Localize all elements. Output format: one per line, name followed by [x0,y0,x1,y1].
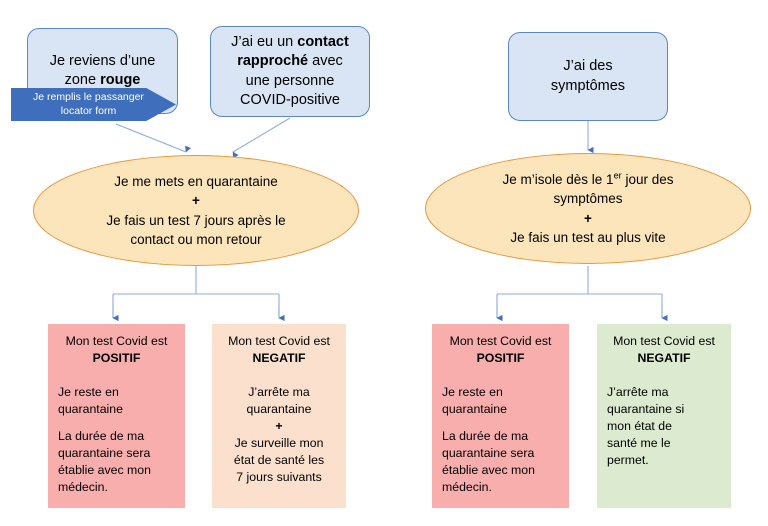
banner-line-2: locator form [60,104,117,117]
connector-redzone-to-quarantine [115,123,192,153]
isolation-line-1: Je m’isole dès le 1er jour des [502,170,674,188]
quarantine-line-1: Je me mets en quarantaine [114,174,278,190]
quarantine-line-3: Je fais un test 7 jours après le [106,212,286,228]
isolation-line-4: Je fais un test au plus vite [510,229,666,245]
close-contact-line-4: COVID-positive [240,91,340,108]
source-box-symptoms[interactable]: J’ai des symptômes [508,32,668,121]
banner-line-1: Je remplis le passanger [33,91,144,104]
right-positive-header: Mon test Covid est POSITIF [442,333,559,367]
right-positive-head-line-2: POSITIF [476,350,525,365]
left-negative-body: J’arrête ma quarantaine + Je surveille m… [233,384,325,484]
result-box-right-negative[interactable]: Mon test Covid est NEGATIF J’arrête ma q… [597,324,731,508]
isolation-line-2: symptômes [553,191,623,207]
close-contact-line-2: rapproché avec [237,53,343,70]
left-positive-body: Je reste en quarantaine La durée de ma q… [58,384,151,494]
right-negative-head-line-1: Mon test Covid est [613,334,715,348]
close-contact-line-1: J’ai eu un contact [231,33,349,50]
red-zone-line-2: zone rouge [64,72,141,88]
ellipse-quarantine[interactable]: Je me mets en quarantaine + Je fais un t… [33,155,359,266]
left-positive-header: Mon test Covid est POSITIF [58,333,175,367]
symptoms-line-2: symptômes [550,77,626,94]
isolation-plus: + [584,210,592,226]
close-contact-line-3: une personne [245,72,335,89]
ordinal-suffix: er [613,170,622,181]
right-positive-head-line-1: Mon test Covid est [449,334,552,348]
connector-quarantine-split [112,266,280,318]
result-box-right-positive[interactable]: Mon test Covid est POSITIF Je reste en q… [432,324,569,508]
quarantine-line-4: contact ou mon retour [130,231,262,247]
left-negative-head-line-1: Mon test Covid est [228,334,330,348]
right-negative-head-line-2: NEGATIF [637,350,691,365]
symptoms-line-1: J’ai des [563,58,613,75]
ellipse-isolation[interactable]: Je m’isole dès le 1er jour des symptômes… [425,153,751,264]
right-positive-body: Je reste en quarantaine La durée de ma q… [442,384,535,494]
left-negative-head-line-2: NEGATIF [252,350,306,365]
left-positive-head-line-2: POSITIF [92,350,141,365]
passenger-locator-form-banner[interactable]: Je remplis le passanger locator form [11,88,176,121]
connector-isolation-split [496,266,663,318]
red-zone-bold: rouge [100,72,141,88]
source-box-close-contact[interactable]: J’ai eu un contact rapproché avec une pe… [210,26,370,117]
red-zone-line-1: Je reviens d’une [49,52,156,69]
connector-contact-to-quarantine [232,117,291,159]
right-negative-header: Mon test Covid est NEGATIF [607,333,721,367]
left-negative-header: Mon test Covid est NEGATIF [222,333,336,367]
result-box-left-negative[interactable]: Mon test Covid est NEGATIF J’arrête ma q… [212,324,346,508]
quarantine-plus: + [192,193,200,209]
result-box-left-positive[interactable]: Mon test Covid est POSITIF Je reste en q… [48,324,185,508]
right-negative-body: J’arrête ma quarantaine si mon état de s… [607,384,685,467]
left-positive-head-line-1: Mon test Covid est [65,334,168,348]
